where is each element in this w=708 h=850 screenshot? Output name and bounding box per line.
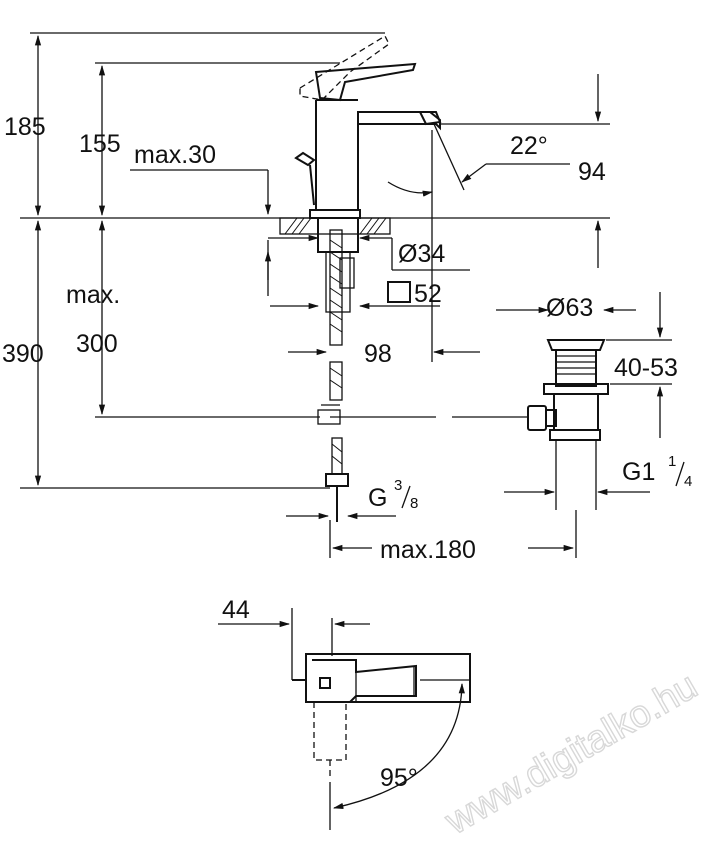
g114-numerator: 1 xyxy=(668,453,676,470)
dim-155-label: 155 xyxy=(79,130,121,158)
r40-53-label: 40-53 xyxy=(614,354,678,382)
g114-denominator: 4 xyxy=(684,473,692,490)
angle22-pointer xyxy=(461,163,487,183)
dim-390-label: 390 xyxy=(2,340,44,368)
watermark: www.digitalko.hu xyxy=(438,665,705,843)
sq52-label: 52 xyxy=(414,280,442,308)
dim-300-label: 300 xyxy=(76,330,118,358)
d98-label: 98 xyxy=(364,340,392,368)
d34-label: Ø34 xyxy=(398,240,445,268)
max30-label: max.30 xyxy=(134,141,216,169)
g114-fraction-bar xyxy=(675,461,685,487)
g38-numerator: 3 xyxy=(394,477,402,494)
d94-label: 94 xyxy=(578,158,606,186)
max180-label: max.180 xyxy=(380,536,476,564)
dim-185-label: 185 xyxy=(4,113,46,141)
deck-section-hatch xyxy=(279,217,391,313)
g38-label: G xyxy=(368,484,387,512)
water-jet-line xyxy=(433,123,465,191)
g38-fraction-bar xyxy=(401,485,411,509)
angle95-arc xyxy=(332,682,465,810)
g114-label: G1 xyxy=(622,458,655,486)
square-symbol-icon xyxy=(387,281,411,303)
popup-waste xyxy=(527,339,609,510)
angle22-arc xyxy=(387,181,434,197)
supply-hoses xyxy=(317,229,349,522)
angle95-label: 95° xyxy=(380,764,418,792)
d44-label: 44 xyxy=(222,596,250,624)
angle22-label: 22° xyxy=(510,132,548,160)
g38-denominator: 8 xyxy=(410,495,418,512)
dim-max-word-label: max. xyxy=(66,281,120,309)
d63-label: Ø63 xyxy=(546,294,593,322)
